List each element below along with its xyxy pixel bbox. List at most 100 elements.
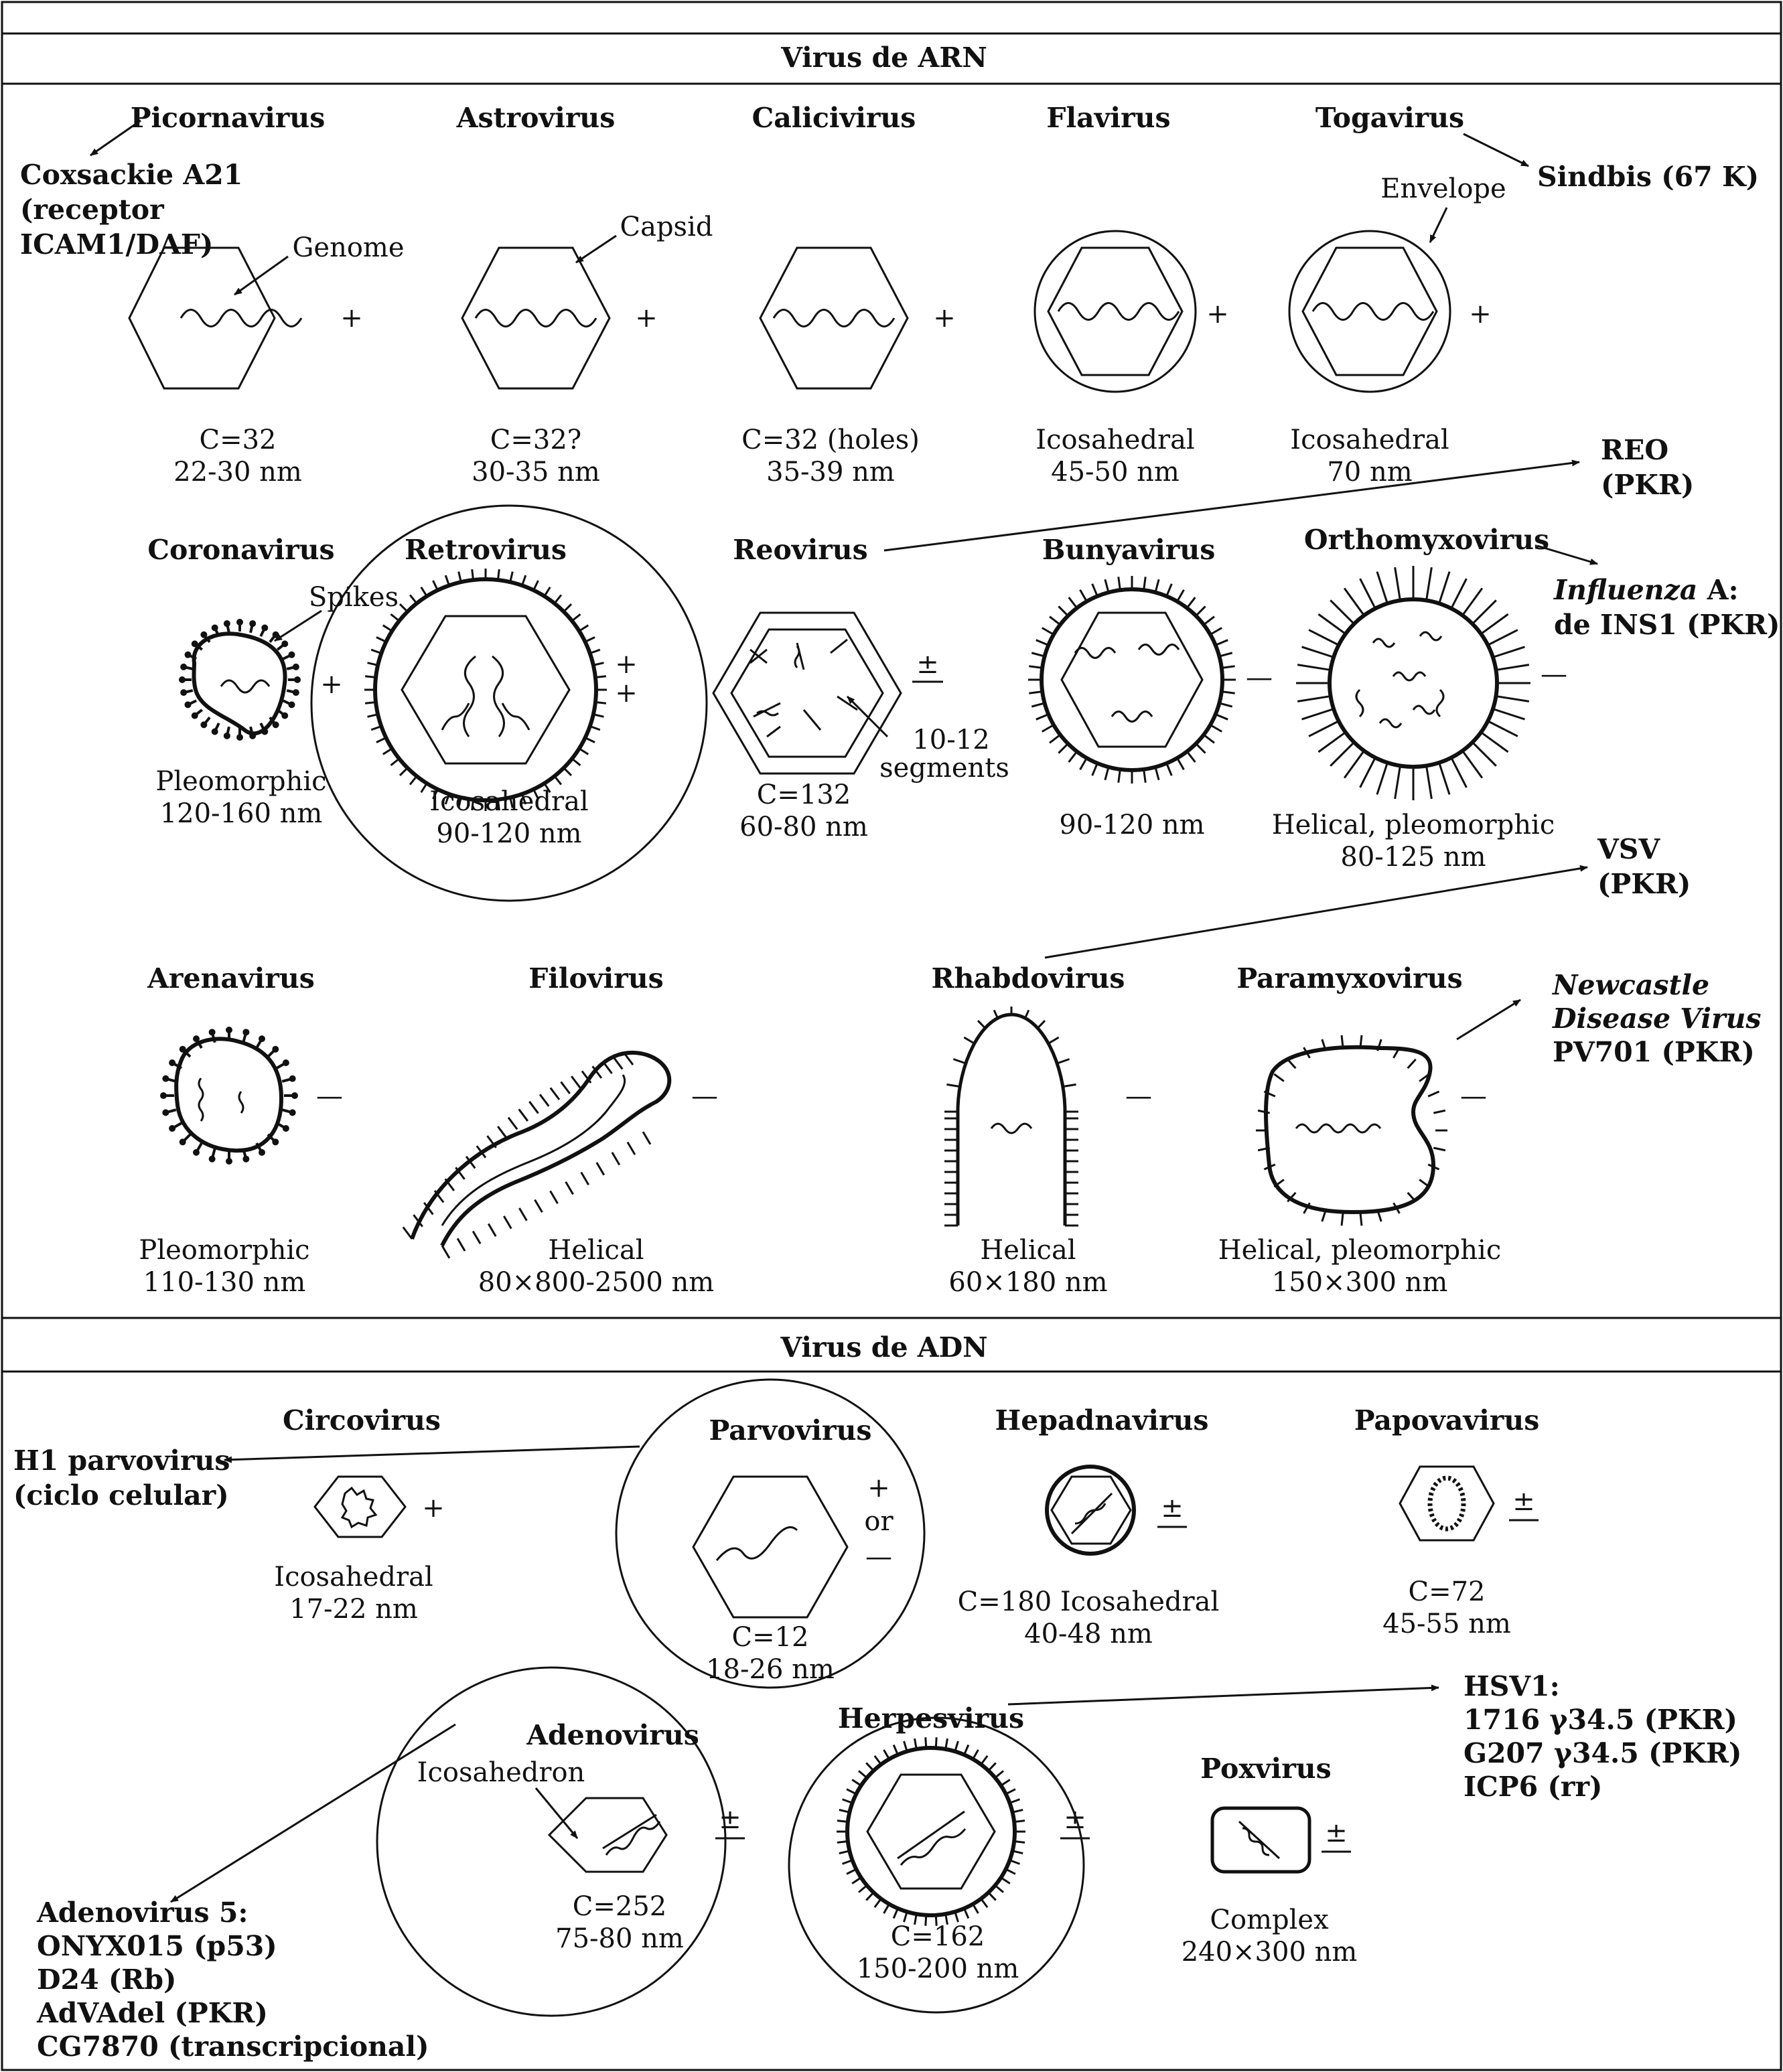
orthomyxovirus: Orthomyxovirus — Helical, pleomorphic 80… bbox=[1272, 524, 1567, 873]
paramyxovirus-envelope-icon bbox=[1264, 1045, 1436, 1215]
togavirus: Togavirus + Envelope Icosahedral 70 nm bbox=[1288, 102, 1506, 488]
flavivirus-line2: 45-50 nm bbox=[1051, 457, 1180, 488]
adeno5-line2: ONYX015 (p53) bbox=[37, 1930, 277, 1962]
reo-line1: REO bbox=[1601, 434, 1668, 466]
adeno5-line4: AdVAdel (PKR) bbox=[36, 1997, 268, 2029]
adenovirus-line2: 75-80 nm bbox=[555, 1923, 684, 1954]
retrovirus-name: Retrovirus bbox=[405, 534, 567, 566]
filovirus-genome-icon bbox=[441, 1074, 626, 1226]
papovavirus-line2: 45-55 nm bbox=[1382, 1609, 1511, 1639]
paramyxovirus-line2: 150×300 nm bbox=[1272, 1267, 1448, 1298]
parvovirus-genome-icon bbox=[715, 1526, 798, 1561]
adeno5-line1: Adenovirus 5: bbox=[36, 1897, 248, 1929]
circovirus-line1: Icosahedral bbox=[274, 1562, 433, 1593]
paramyxovirus: Paramyxovirus — Helical, pleomorphic 150… bbox=[1218, 962, 1501, 1298]
rhabdovirus-genome-icon bbox=[990, 1122, 1033, 1134]
coxsackie-callout: Coxsackie A21 (receptor ICAM1/DAF) bbox=[20, 119, 242, 261]
adenovirus-genome-icon bbox=[602, 1814, 661, 1856]
flavivirus-genome-icon bbox=[1057, 302, 1180, 321]
rhabdovirus-line2: 60×180 nm bbox=[948, 1267, 1107, 1298]
picornavirus: Picornavirus + Genome C=32 22-30 nm bbox=[128, 102, 405, 488]
vsv-line2: (PKR) bbox=[1597, 868, 1691, 900]
picornavirus-genome-icon bbox=[180, 309, 303, 327]
togavirus-envelope-icon bbox=[1288, 230, 1451, 393]
flavivirus-sign: + bbox=[1206, 299, 1229, 329]
adenovirus-group-circle bbox=[376, 1666, 727, 2017]
coronavirus-envelope-icon bbox=[192, 632, 287, 736]
retrovirus-group-circle bbox=[310, 504, 708, 902]
picornavirus-line1: C=32 bbox=[199, 425, 276, 455]
circovirus-genome-icon bbox=[340, 1486, 378, 1529]
newcastle-line2: Disease Virus bbox=[1552, 1003, 1761, 1035]
rhabdovirus-sign: — bbox=[1125, 1081, 1152, 1112]
parvovirus-line2: 18-26 nm bbox=[706, 1654, 835, 1685]
herpesvirus-envelope-icon bbox=[845, 1746, 1017, 1917]
paramyxovirus-sign: — bbox=[1460, 1081, 1487, 1112]
circovirus-capsid-icon bbox=[313, 1475, 407, 1538]
calicivirus-line2: 35-39 nm bbox=[766, 457, 895, 488]
coronavirus-name: Coronavirus bbox=[147, 534, 334, 566]
newcastle-line1: Newcastle bbox=[1551, 969, 1709, 1001]
bunyavirus-envelope-icon bbox=[1040, 587, 1224, 772]
adeno5-line5: CG7870 (transcripcional) bbox=[37, 2030, 429, 2063]
orthomyxovirus-line2: 80-125 nm bbox=[1340, 842, 1486, 873]
orthomyxovirus-genome-icon bbox=[1355, 631, 1445, 729]
filovirus-spikes-icon bbox=[402, 1052, 652, 1259]
poxvirus: Poxvirus ± Complex 240×300 nm bbox=[1182, 1753, 1358, 1968]
newcastle-arrow bbox=[1456, 998, 1521, 1041]
segments-callout-line2: segments bbox=[879, 753, 1009, 784]
rhabdovirus-line1: Helical bbox=[980, 1235, 1076, 1266]
adenovirus-name: Adenovirus bbox=[526, 1719, 699, 1751]
togavirus-line2: 70 nm bbox=[1327, 457, 1412, 488]
rhabdovirus-envelope-icon bbox=[956, 1013, 1067, 1226]
orthomyxovirus-spikes-icon bbox=[1296, 566, 1530, 800]
parvovirus-sign-plus: + bbox=[867, 1473, 890, 1503]
togavirus-line1: Icosahedral bbox=[1290, 425, 1449, 455]
retrovirus-envelope-icon bbox=[373, 577, 598, 802]
reo-line2: (PKR) bbox=[1601, 469, 1694, 501]
influenza-italic: Influenza bbox=[1553, 574, 1697, 606]
parvovirus-sign-or: or bbox=[864, 1506, 894, 1537]
hsv1-arrow bbox=[1007, 1684, 1439, 1706]
h1-parvovirus-callout: H1 parvovirus (ciclo celular) bbox=[13, 1445, 640, 1511]
poxvirus-envelope-icon bbox=[1210, 1806, 1311, 1874]
rna-section-title: Virus de ARN bbox=[780, 42, 987, 74]
arenavirus-envelope-icon bbox=[174, 1037, 284, 1153]
parvovirus-group-circle bbox=[615, 1378, 926, 1689]
coronavirus-line1: Pleomorphic bbox=[155, 766, 326, 797]
envelope-callout-arrow bbox=[1429, 207, 1448, 243]
hepadnavirus-genome-icon bbox=[1070, 1492, 1113, 1535]
orthomyxovirus-envelope-icon bbox=[1328, 597, 1499, 769]
coxsackie-line3: ICAM1/DAF) bbox=[20, 228, 213, 261]
coronavirus-sign: + bbox=[320, 669, 343, 700]
arenavirus-sign: — bbox=[316, 1081, 343, 1112]
reovirus-line1: C=132 bbox=[757, 780, 851, 810]
arenavirus-line2: 110-130 nm bbox=[143, 1267, 306, 1298]
orthomyxovirus-name: Orthomyxovirus bbox=[1304, 524, 1549, 556]
reovirus: Reovirus ± 10-12 segments C=132 60-80 nm bbox=[712, 534, 1009, 842]
capsid-callout: Capsid bbox=[620, 212, 713, 242]
astrovirus-capsid-icon bbox=[461, 246, 611, 390]
picornavirus-name: Picornavirus bbox=[131, 102, 326, 134]
retrovirus-line2: 90-120 nm bbox=[436, 818, 581, 849]
h1-arrow bbox=[224, 1445, 640, 1463]
flavivirus: Flavirus + Icosahedral 45-50 nm bbox=[1033, 102, 1229, 488]
adenovirus-capsid-icon bbox=[547, 1797, 668, 1873]
filovirus-envelope-icon bbox=[410, 1050, 672, 1247]
filovirus: Filovirus — Helical 80×800-2500 nm bbox=[402, 962, 718, 1298]
reo-callout: REO (PKR) bbox=[883, 434, 1694, 552]
astrovirus-sign: + bbox=[635, 303, 658, 334]
spikes-callout: Spikes bbox=[309, 582, 399, 613]
h1-line2: (ciclo celular) bbox=[13, 1479, 229, 1511]
icosahedron-callout-arrow bbox=[534, 1787, 579, 1839]
sindbis-callout: Sindbis (67 K) bbox=[1463, 133, 1759, 193]
herpesvirus-sign: ± bbox=[1064, 1804, 1086, 1835]
influenza-line1: Influenza A: bbox=[1553, 574, 1739, 606]
reovirus-segments-icon bbox=[750, 638, 858, 738]
herpesvirus-name: Herpesvirus bbox=[838, 1702, 1024, 1734]
rhabdovirus-spikes-icon bbox=[944, 1007, 1078, 1227]
retrovirus-sign-2: + bbox=[615, 678, 638, 709]
vsv-line1: VSV bbox=[1597, 833, 1660, 865]
